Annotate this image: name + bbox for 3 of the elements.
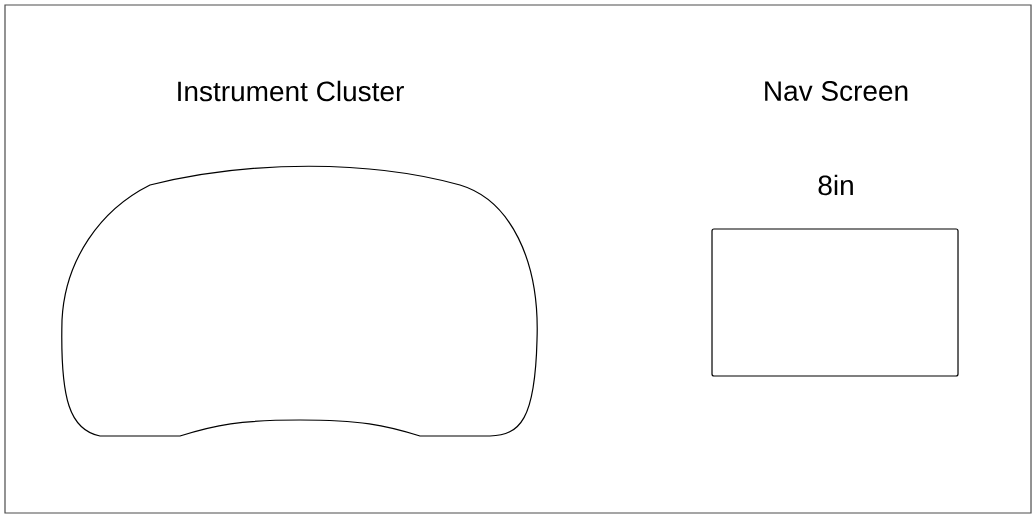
heading: Instrument Cluster: [178, 80, 404, 102]
size-label: 8in: [818, 174, 853, 196]
heading: Nav Screen: [765, 81, 908, 101]
